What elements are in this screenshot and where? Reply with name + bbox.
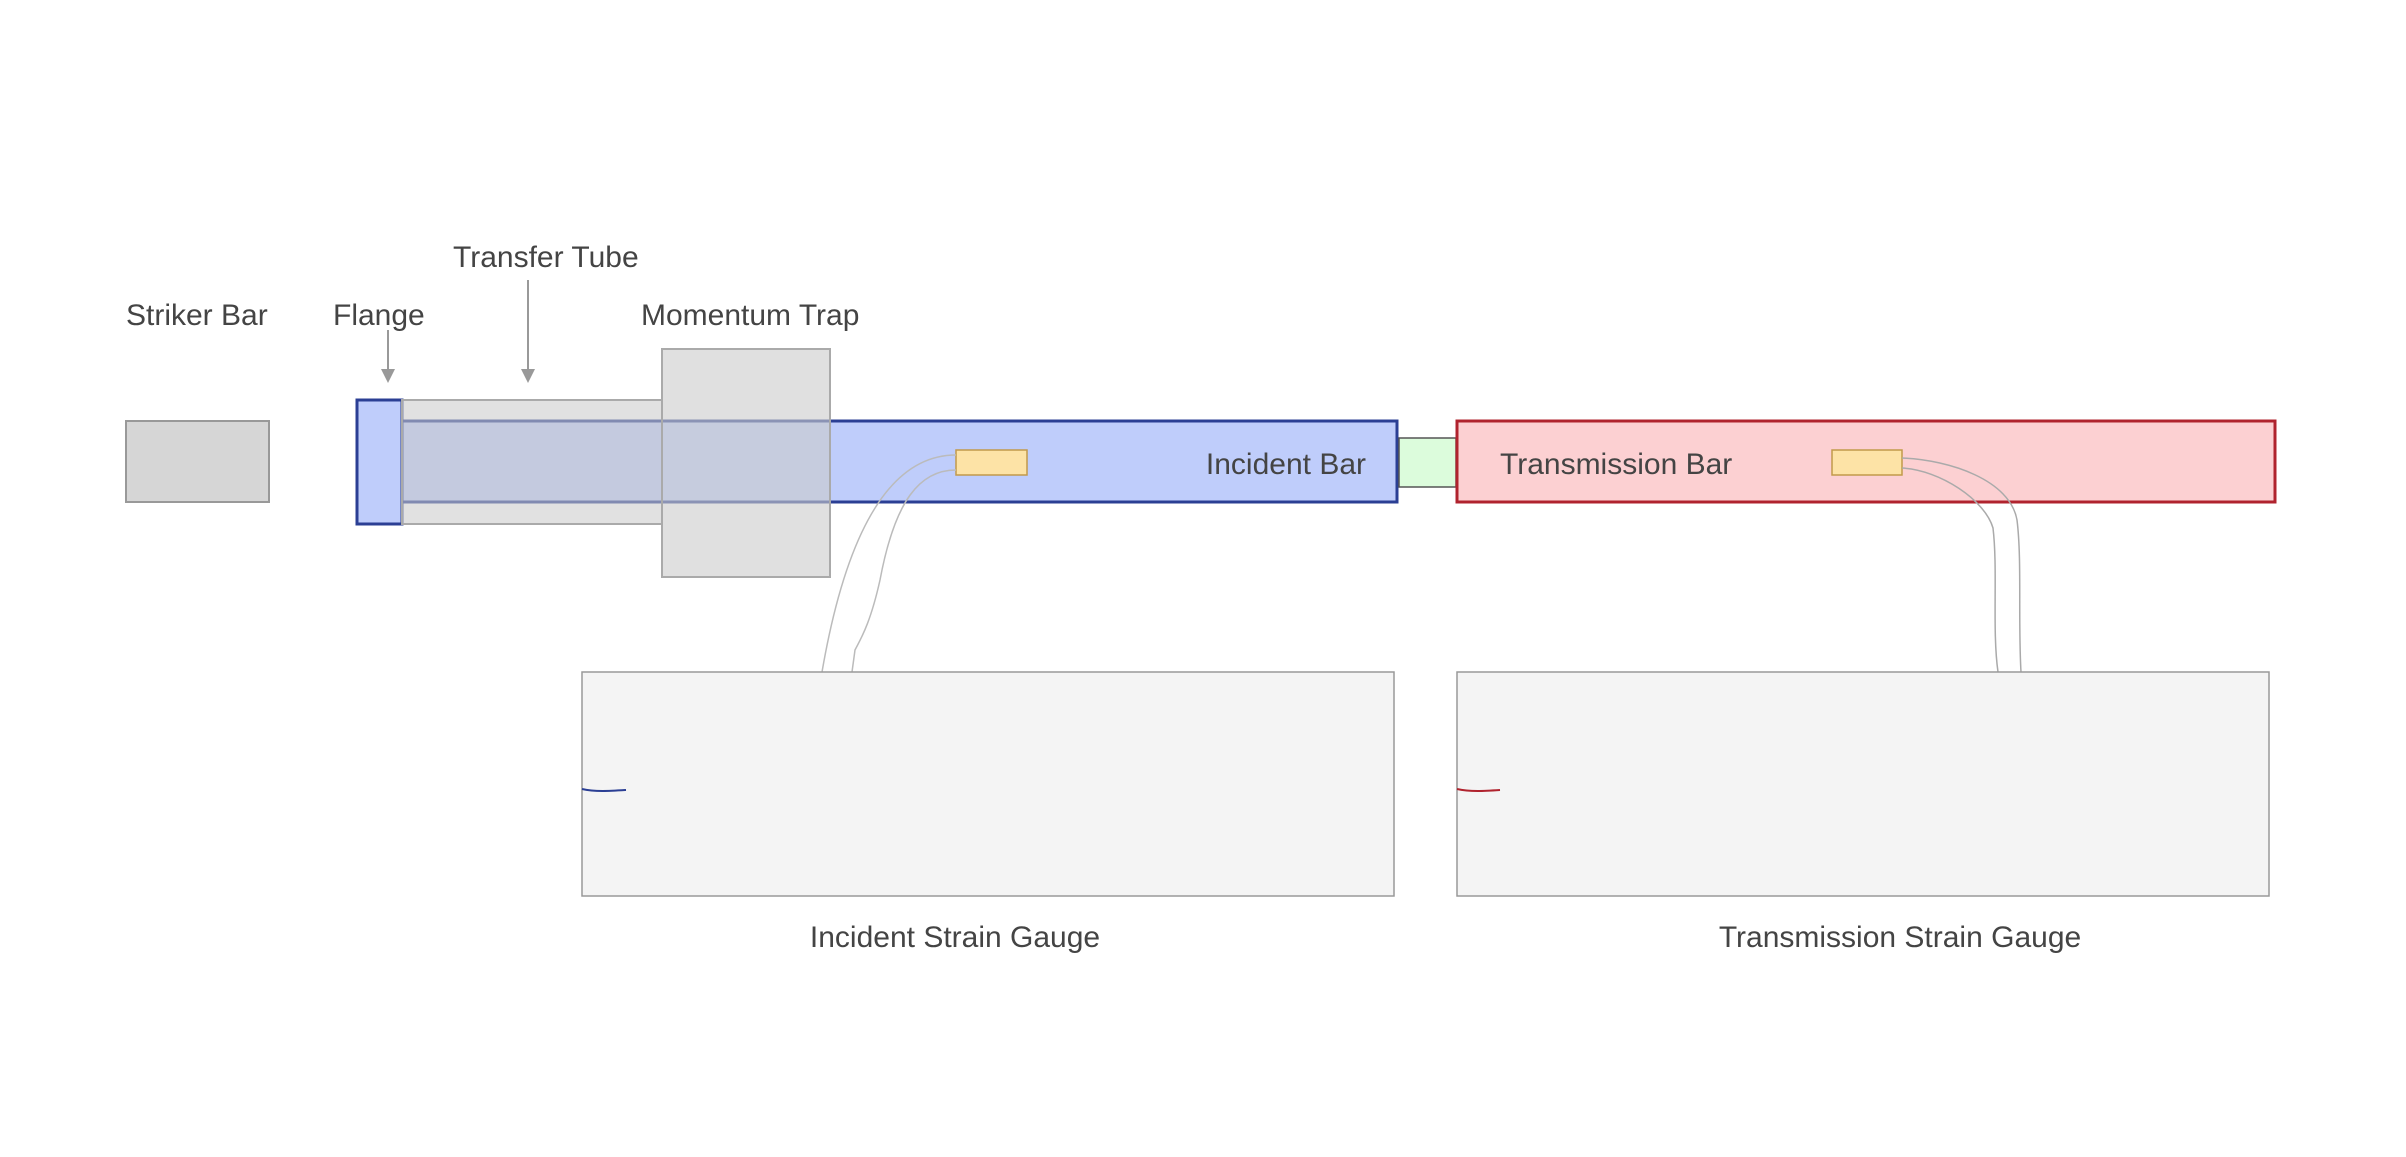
incident-strain-gauge-label: Incident Strain Gauge <box>810 921 1100 954</box>
specimen <box>1398 437 1457 488</box>
transmission-signal-trace <box>1456 788 1501 792</box>
transfer-tube <box>401 399 663 525</box>
transmission-strain-gauge-label: Transmission Strain Gauge <box>1719 921 2081 954</box>
flange-pointer-arrowhead <box>381 369 395 383</box>
transmission-gauge-wire <box>1901 457 2022 673</box>
transfer-tube-label: Transfer Tube <box>453 241 639 274</box>
transmission-bar-label: Transmission Bar <box>1500 448 1732 481</box>
incident-bar-label: Incident Bar <box>1206 448 1366 481</box>
transfer-tube-pointer-arrowhead <box>521 369 535 383</box>
incident-gauge-wire <box>851 469 957 673</box>
incident-gauge-wire <box>821 454 957 673</box>
transmission-gauge-wire <box>1901 467 1999 673</box>
transmission-gauge-patch <box>1831 449 1903 476</box>
flange-label: Flange <box>333 299 425 332</box>
momentum-trap-label: Momentum Trap <box>641 299 859 332</box>
momentum-trap <box>661 348 831 578</box>
flange <box>355 398 404 526</box>
striker-bar <box>125 420 270 503</box>
striker-bar-label: Striker Bar <box>126 299 268 332</box>
incident-strain-gauge-panel <box>581 671 1395 897</box>
transmission-strain-gauge-panel <box>1456 671 2270 897</box>
incident-gauge-patch <box>955 449 1028 476</box>
incident-signal-trace <box>581 788 627 792</box>
